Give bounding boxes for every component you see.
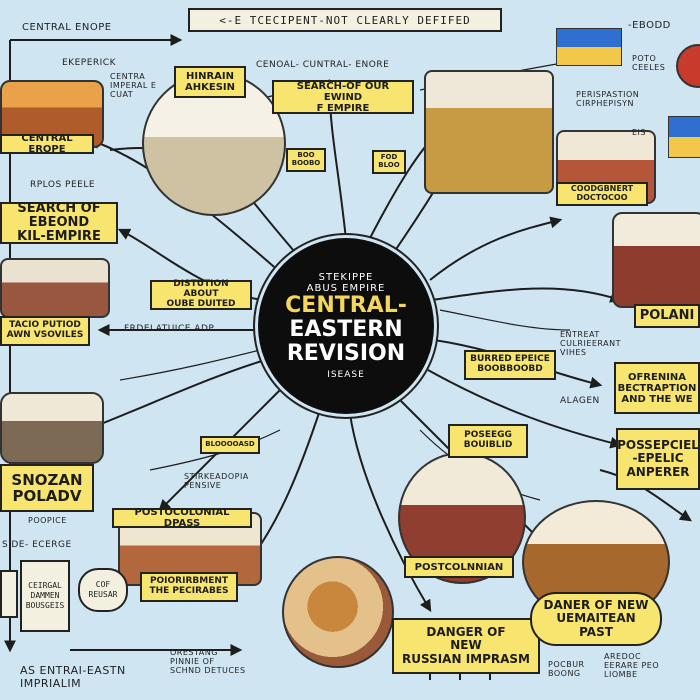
label-sides: SIDE- ECERGE bbox=[2, 540, 72, 550]
hub-title-line-3: REVISION bbox=[286, 341, 406, 366]
connector-to-right bbox=[431, 287, 623, 303]
label-perispastion: PERISPASTION CIRPHEPISYN bbox=[576, 90, 640, 108]
connector-to-bottom bbox=[349, 413, 432, 613]
label-central-easten: AS ENTRAI-EASTN IMPRIALIM bbox=[20, 664, 126, 690]
tag-blank bbox=[0, 570, 18, 618]
label-poto: POTO CEELES bbox=[632, 54, 666, 72]
label-ebodd: -EBODD bbox=[628, 20, 671, 31]
label-centra-imperial: CENTRA IMPERAL E CUAT bbox=[110, 72, 157, 99]
danger-new-box: DANER OF NEW UEMAITEAN PAST bbox=[530, 592, 662, 646]
label-entrea: ENTREAT CULRIEERANT VIHES bbox=[560, 330, 622, 357]
hub-top-label: STEKIPPE bbox=[318, 272, 374, 283]
hub-title-line-1: CENTRAL- bbox=[285, 293, 407, 318]
central-europe-box: CENTRAL EROPE bbox=[0, 133, 94, 155]
connector-to-right-3 bbox=[427, 369, 623, 449]
ukraine-flag-top bbox=[556, 28, 622, 66]
hinrain-box: HINRAIN AHKESIN bbox=[174, 66, 246, 98]
header-banner: <-E TCECIPENT-NOT CLEARLY DEFIFED bbox=[188, 8, 502, 32]
hub-sub-label: ABUS EMPIRE bbox=[306, 283, 386, 294]
poorirement-box: POIORIRBMENT THE PECIRABES bbox=[140, 572, 238, 602]
distution-box: DISTUTION ABOUT OUBE DUITED bbox=[150, 279, 252, 310]
church-illustration-right bbox=[612, 212, 700, 308]
small-box-c: BLOOOOASD bbox=[200, 436, 260, 454]
coodgbnert-box: COODGBNERT DOCTOCOO bbox=[556, 182, 648, 206]
cathedral-illustration bbox=[424, 70, 554, 194]
tag-central-dammon: CEIRGAL DAMMEN BOUSGEIS bbox=[20, 560, 70, 632]
connector-small-2 bbox=[599, 469, 692, 522]
label-aredoc: AREDOC EERARE PEO LIOMBE bbox=[604, 652, 660, 679]
danger-russian-box: DANGER OF NEW RUSSIAN IMPRASM bbox=[392, 618, 540, 674]
hub-foot-label: ISEASE bbox=[327, 370, 365, 380]
possepcial-box: POSSEPCIEL -EPELIC ANPERER bbox=[616, 428, 700, 490]
label-orestang: ORESTANG PINNIE OF SCHND DETUCES bbox=[170, 648, 246, 675]
polani-box: POLANI bbox=[634, 304, 700, 328]
label-rplos: RPLOS PEELE bbox=[30, 180, 96, 190]
tacio-box: TACIO PUTIOD AWN VSOVILES bbox=[0, 316, 90, 346]
snozan-box: SNOZAN POLADV bbox=[0, 464, 94, 512]
palace-illustration-left bbox=[0, 258, 110, 318]
postocolonial-dpass-box: POSTOCOLONIAL DPASS bbox=[112, 507, 252, 529]
orfenina-box: OFRENINA BECTRAPTION AND THE WE bbox=[614, 362, 700, 414]
search-empire-left-box: SEARCH OF EBEOND KIL-EMPIRE bbox=[0, 201, 118, 244]
poseeg-box: POSEEGG BOUIBLID bbox=[448, 424, 528, 458]
village-illustration-left bbox=[0, 392, 104, 464]
label-eis: EIS bbox=[632, 128, 646, 137]
label-ekeperick: EKEPERICK bbox=[62, 58, 116, 68]
search-empire-top-box: SEARCH-OF OUR EWIND F EMPIRE bbox=[272, 80, 414, 114]
label-alagen: ALAGEN bbox=[560, 396, 600, 406]
burred-box: BURRED EPEICE BOOBBOOBD bbox=[464, 350, 556, 380]
small-box-a: BOO BOOBO bbox=[286, 148, 326, 172]
connector-mid-right bbox=[429, 216, 563, 281]
hub-title-line-2: EASTERN bbox=[289, 317, 403, 342]
label-poopice: POOPICE bbox=[28, 516, 67, 525]
label-frdelatuice: FRDELATUICE ADP bbox=[124, 324, 215, 334]
connector-to-top bbox=[324, 93, 347, 241]
ukraine-flag-right bbox=[668, 116, 700, 158]
central-hub: STEKIPPE ABUS EMPIRE CENTRAL- EASTERN RE… bbox=[258, 238, 434, 414]
label-pocbur: POCBUR BOONG bbox=[548, 660, 585, 678]
label-cenoal: CENOAL- CUNTRAL- ENORE bbox=[256, 60, 390, 70]
map-illustration bbox=[282, 556, 394, 668]
label-central-enope: CENTRAL ENOPE bbox=[22, 22, 112, 33]
postcolnnian-box: POSTCOLNNIAN bbox=[404, 556, 514, 578]
small-box-b: FOD BLOO bbox=[372, 150, 406, 174]
tag-cot-reusar: COF REUSAR bbox=[78, 568, 128, 612]
label-strikeadopia: STIRKEADOPIA PENSIVE bbox=[184, 472, 249, 490]
